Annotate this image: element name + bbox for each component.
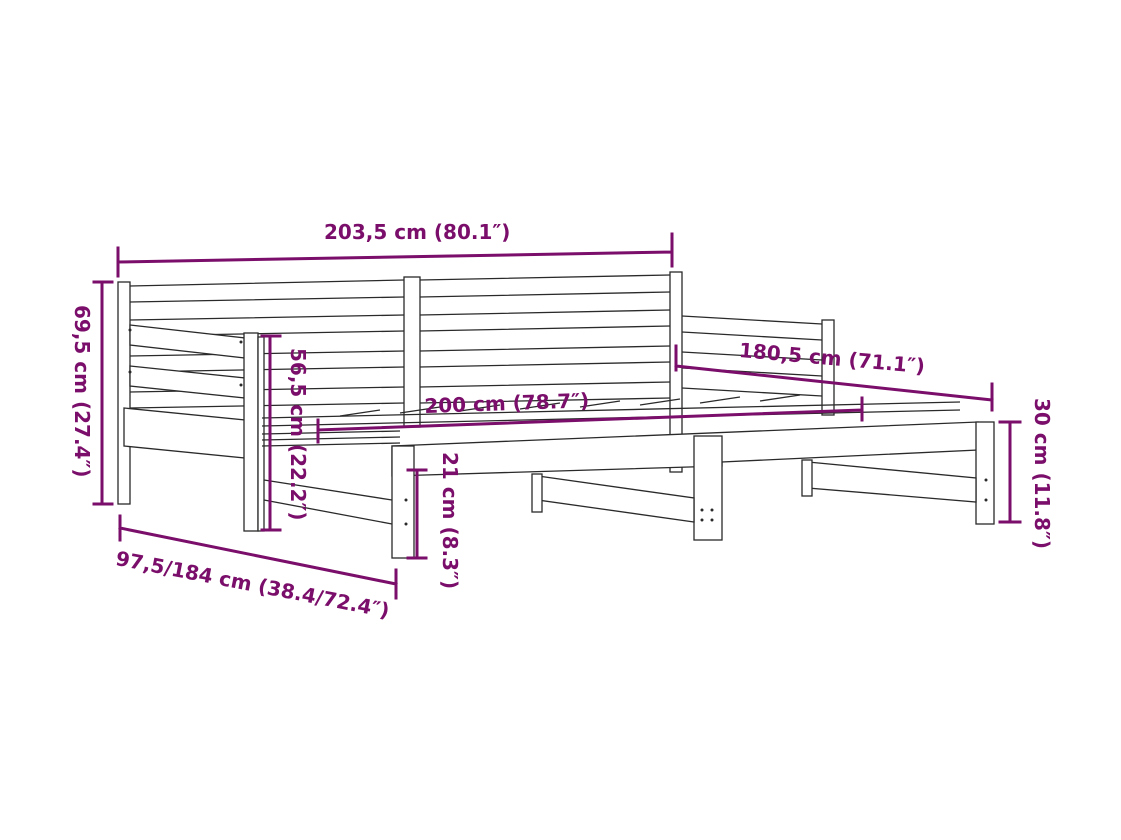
side-panel-height-label: 56,5 cm (22.2″) [286, 348, 310, 521]
overall-length-label: 203,5 cm (80.1″) [324, 220, 511, 244]
underbed-clearance-label: 21 cm (8.3″) [438, 452, 462, 590]
dimension-lines [92, 232, 1022, 600]
left-side-panel [123, 324, 265, 532]
overall-height-label: 69,5 cm (27.4″) [70, 305, 94, 478]
pullout-height-label: 30 cm (11.8″) [1030, 398, 1054, 550]
right-side-panel [681, 315, 835, 416]
back-frame [117, 271, 683, 505]
mattress-length-label: 200 cm (78.7″) [423, 388, 590, 418]
pullout-trundle [263, 421, 995, 559]
